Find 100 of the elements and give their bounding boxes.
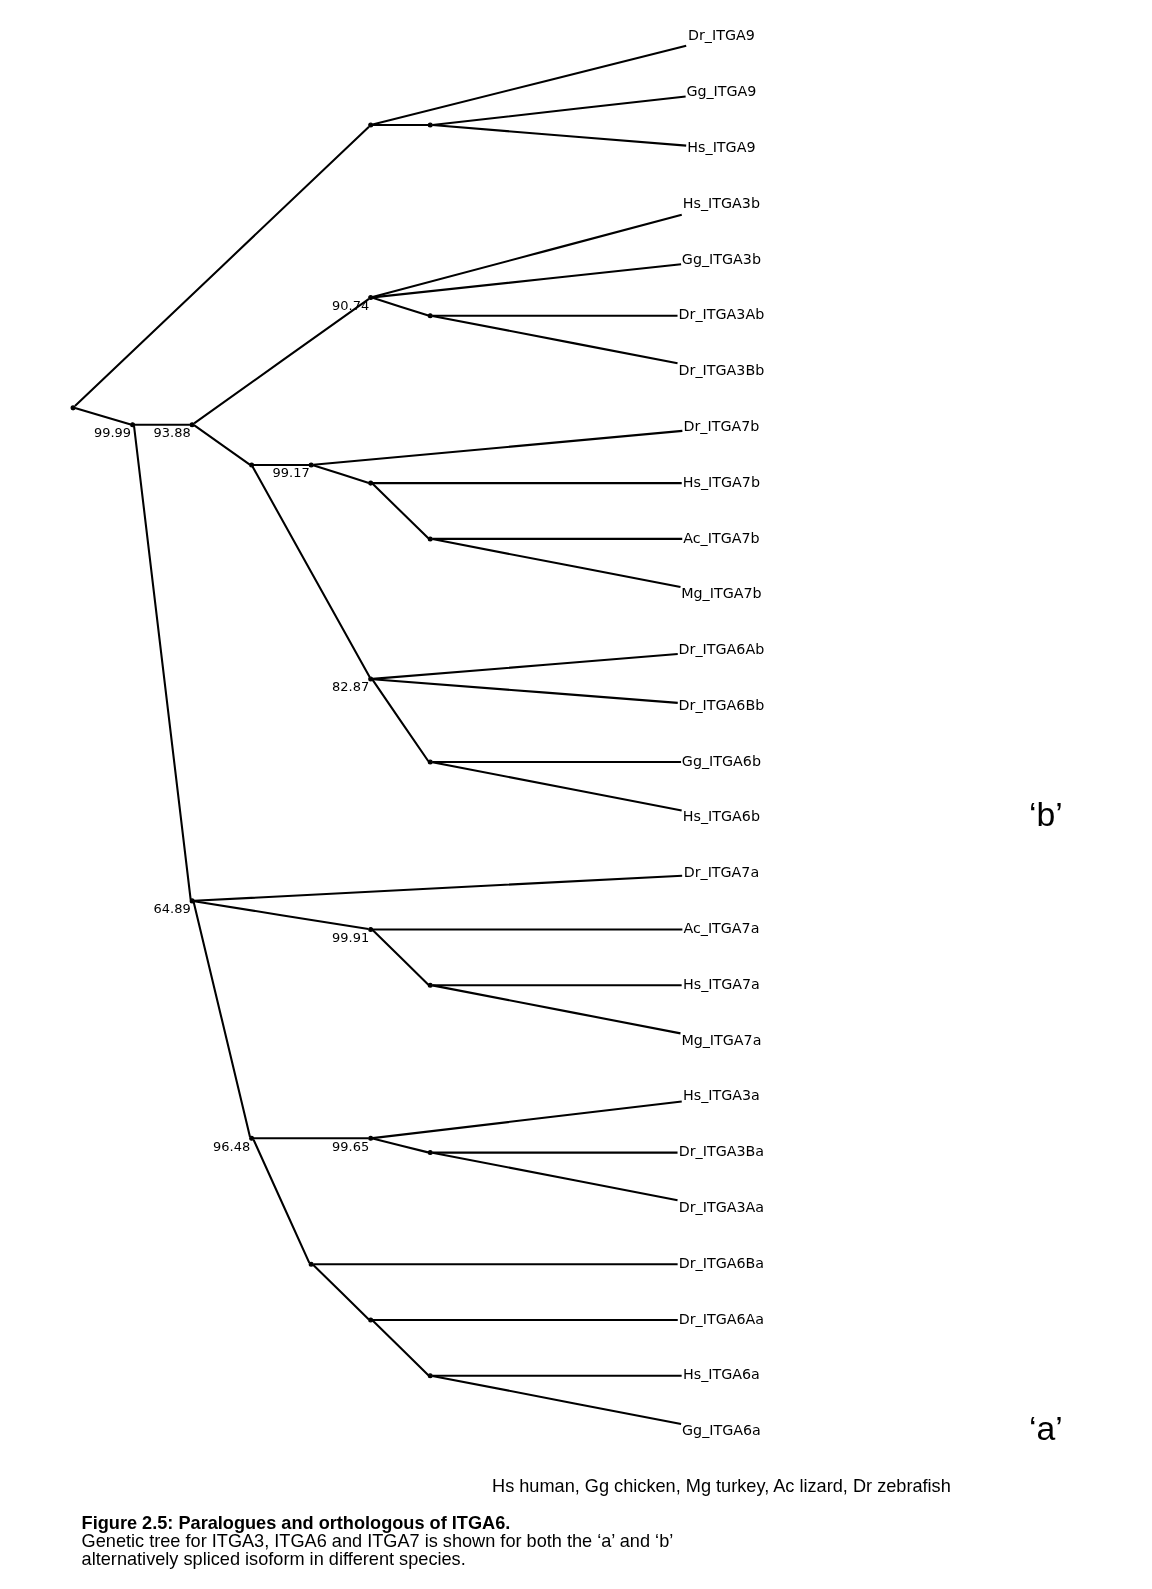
connector xyxy=(313,1263,678,1266)
connector xyxy=(193,874,683,902)
connector xyxy=(372,482,682,485)
node-label: 99.65 xyxy=(332,1138,370,1154)
node-point xyxy=(368,1135,374,1141)
connector xyxy=(133,425,192,900)
node-point xyxy=(249,462,255,468)
connector xyxy=(253,463,309,466)
connector xyxy=(372,263,682,299)
node-text: Dr_ITGA6Ab xyxy=(678,641,765,658)
connector xyxy=(372,1137,429,1154)
node-point xyxy=(427,536,433,542)
node-point xyxy=(427,759,433,765)
node-text: Dr_ITGA6Bb xyxy=(678,696,765,713)
node-point xyxy=(189,898,195,904)
connector xyxy=(312,1264,370,1321)
caption: Figure 2.5: Paralogues and orthologous of ITGA6. Genetic tree for ITGA3, ITGA6 and ITGA7 is shown for both the ‘a’ and ‘b’ alternatively spliced isoform in different species. xyxy=(81,1513,674,1570)
connector xyxy=(432,1151,678,1202)
node-text: Dr_ITGA6Ba xyxy=(678,1254,765,1271)
connector xyxy=(432,538,681,589)
node-point xyxy=(427,313,433,319)
node-text: Hs_ITGA7a xyxy=(682,975,760,992)
connector xyxy=(313,429,683,466)
node-point xyxy=(427,982,433,988)
node-label: 99.17 xyxy=(272,465,310,481)
node-text: Dr_ITGA3Bb xyxy=(678,362,765,379)
node-text: Ac_ITGA7a xyxy=(683,920,760,937)
node-label: 93.88 xyxy=(153,424,191,440)
node-text: Dr_ITGA9 xyxy=(688,27,755,44)
node-text: Gg_ITGA6a xyxy=(682,1422,761,1439)
connector xyxy=(432,1374,682,1425)
connector xyxy=(372,296,429,317)
node-text: Dr_ITGA3Ab xyxy=(678,306,765,323)
node-text: Gg_ITGA3b xyxy=(681,250,761,267)
label: Hs human, Gg chicken, Mg turkey, Ac lizard, Dr zebrafish xyxy=(492,1476,951,1497)
connector xyxy=(253,1137,369,1140)
connector xyxy=(312,464,370,484)
node-point xyxy=(70,405,76,411)
node-label: 82.87 xyxy=(332,679,370,695)
node-label: 99.91 xyxy=(332,929,370,945)
node-label: 96.48 xyxy=(213,1138,251,1154)
node-text: Hs_ITGA7b xyxy=(682,473,760,490)
connector xyxy=(432,124,687,147)
connector xyxy=(432,314,678,365)
node-text: Gg_ITGA9 xyxy=(686,83,757,100)
node-text: Dr_ITGA7b xyxy=(683,417,760,434)
connector xyxy=(371,929,430,986)
node-text: Hs_ITGA9 xyxy=(687,139,756,155)
connector xyxy=(252,1139,311,1264)
connector xyxy=(372,213,682,299)
connector xyxy=(192,901,251,1138)
node-text: Dr_ITGA3Ba xyxy=(678,1143,765,1160)
node-text: Gg_ITGA6b xyxy=(681,752,761,769)
node-point xyxy=(368,1317,374,1323)
node-text: Mg_ITGA7b xyxy=(681,585,762,602)
connector xyxy=(432,761,682,812)
node-label: 99.99 xyxy=(93,424,132,440)
node-point xyxy=(368,480,374,486)
node-label: 64.89 xyxy=(153,901,191,917)
node-point xyxy=(427,1373,433,1379)
label: ‘a’ xyxy=(1028,1408,1063,1447)
connector xyxy=(193,298,370,425)
connector xyxy=(432,761,682,764)
node-point xyxy=(368,122,374,128)
node-point xyxy=(189,422,195,428)
node-text: Ac_ITGA7b xyxy=(683,529,760,546)
node-point xyxy=(308,1261,314,1267)
node-text: Hs_ITGA3a xyxy=(682,1087,760,1104)
connector xyxy=(372,928,683,931)
connector xyxy=(372,678,678,704)
node-point xyxy=(427,1150,433,1156)
connector xyxy=(432,984,682,987)
connector xyxy=(372,123,429,127)
node-point xyxy=(368,926,374,932)
node-point xyxy=(308,462,314,468)
connector xyxy=(371,679,430,762)
connector xyxy=(432,537,683,540)
label: ‘b’ xyxy=(1028,795,1063,834)
node-point xyxy=(427,122,433,128)
connector xyxy=(74,125,370,407)
connector xyxy=(74,407,132,426)
node-point xyxy=(130,422,136,428)
connector xyxy=(251,466,371,678)
node-point xyxy=(368,295,374,301)
connector xyxy=(432,984,681,1035)
node-text: Hs_ITGA6a xyxy=(682,1366,760,1383)
node-text: Hs_ITGA6b xyxy=(682,808,760,825)
connector xyxy=(193,424,251,466)
node-text: Mg_ITGA7a xyxy=(681,1031,762,1048)
node-text: Dr_ITGA3Aa xyxy=(678,1199,765,1216)
connector xyxy=(371,1319,430,1376)
connector xyxy=(134,423,190,426)
node-point xyxy=(368,676,374,682)
node-text: Dr_ITGA6Aa xyxy=(678,1310,765,1327)
connector xyxy=(193,900,369,931)
connector xyxy=(371,483,430,540)
node-point xyxy=(249,1135,255,1141)
node-text: Dr_ITGA7a xyxy=(683,864,760,881)
connector xyxy=(372,1100,682,1140)
connector xyxy=(372,1318,678,1321)
